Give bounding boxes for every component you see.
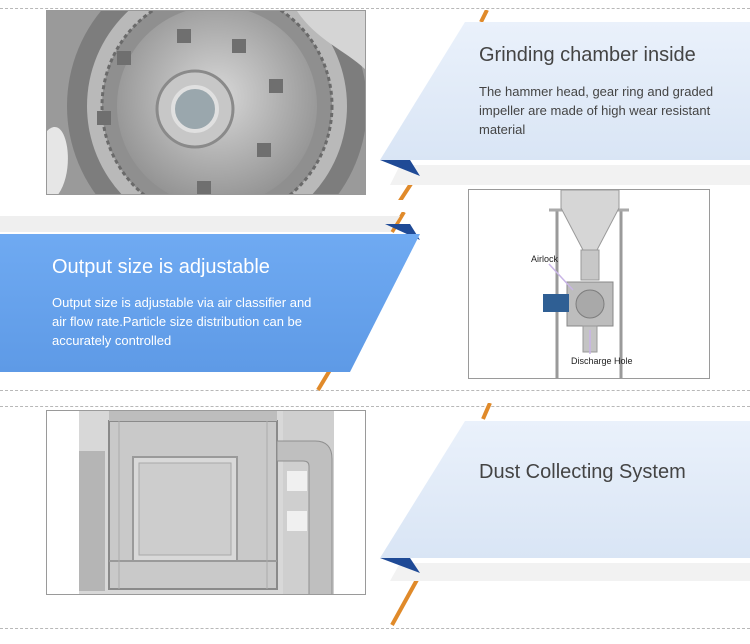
divider-top [0,8,750,9]
section3-panel-bg [380,403,750,626]
grinding-chamber-photo [46,10,366,195]
discharge-hole-label: Discharge Hole [571,356,633,366]
airlock-diagram-photo: Airlock Discharge Hole [468,189,710,379]
section1-panel-bg [380,10,750,200]
section2-body: Output size is adjustable via air classi… [52,295,312,348]
section1-body: The hammer head, gear ring and graded im… [479,84,714,137]
divider-middle-2 [0,406,750,407]
airlock-label: Airlock [531,254,559,264]
divider-bottom [0,628,750,629]
dust-collector-photo [46,410,366,595]
section2-title: Output size is adjustable [52,256,270,278]
divider-middle-1 [0,390,750,391]
section2-panel-bg [0,212,420,392]
section1-title: Grinding chamber inside [479,44,696,66]
section3-title: Dust Collecting System [479,461,686,483]
